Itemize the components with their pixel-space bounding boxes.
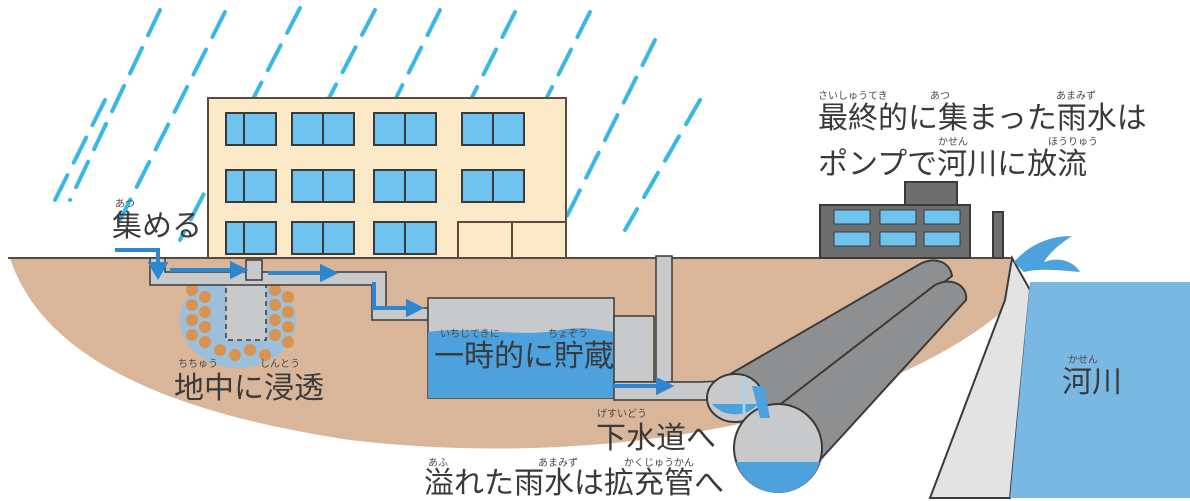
river bbox=[928, 236, 1190, 499]
ruby-ichijiteki: いちじてきに bbox=[440, 329, 500, 340]
ruby-kasen-2: かせん bbox=[1068, 355, 1098, 366]
label-infiltrate: 地中に浸透 bbox=[174, 371, 324, 406]
flow-arrow bbox=[656, 376, 675, 396]
pump-station bbox=[819, 181, 1004, 259]
gravel bbox=[186, 284, 294, 361]
label-sewer: 下水道へ bbox=[596, 421, 716, 456]
ruby-shintou: しんとう bbox=[260, 359, 300, 370]
ruby-amamizu-2: あまみず bbox=[538, 458, 578, 469]
outfall-splash bbox=[1014, 236, 1080, 272]
label-final-line1: 最終的に集まった雨水は bbox=[818, 101, 1147, 136]
flow-arrow bbox=[230, 260, 249, 280]
river-water bbox=[1010, 282, 1190, 498]
building-windows bbox=[225, 112, 525, 255]
ruby-chozou: ちょぞう bbox=[548, 329, 588, 340]
ruby-houryuu: ほうりゅう bbox=[1048, 137, 1098, 148]
flow-arrows bbox=[115, 248, 746, 414]
ruby-kasen: かせん bbox=[938, 137, 968, 148]
flow-arrow bbox=[147, 262, 169, 280]
flow-arrow bbox=[406, 298, 425, 318]
label-storage: 一時的に貯蔵 bbox=[434, 339, 614, 374]
flow-arrow bbox=[372, 282, 408, 310]
ruby-amamizu: あまみず bbox=[1056, 91, 1096, 102]
infiltration-pit bbox=[180, 272, 296, 368]
ruby-gesuidou: げすいどう bbox=[597, 409, 647, 420]
ruby-atsu: あつ bbox=[115, 199, 135, 210]
river-embankment bbox=[928, 255, 1032, 499]
label-overflow: 溢れた雨水は拡充管へ bbox=[424, 466, 724, 501]
label-river: 河川 bbox=[1062, 365, 1122, 400]
apartment-building bbox=[207, 97, 567, 259]
ruby-atsu-2: あつ bbox=[930, 91, 950, 102]
expanded-pipes bbox=[706, 259, 968, 493]
ruby-afu: あふ bbox=[428, 458, 448, 469]
label-final-line2: ポンプで河川に放流 bbox=[818, 147, 1088, 182]
building-entrance bbox=[457, 221, 567, 259]
label-collect: 集める bbox=[112, 209, 202, 244]
ruby-chichuu: ちちゅう bbox=[178, 359, 218, 370]
ruby-kakujuukan: かくじゅうかん bbox=[624, 458, 694, 469]
storage-tank bbox=[427, 297, 655, 399]
flow-arrow bbox=[320, 263, 339, 283]
ruby-saishuuteki: さいしゅうてき bbox=[818, 91, 888, 102]
